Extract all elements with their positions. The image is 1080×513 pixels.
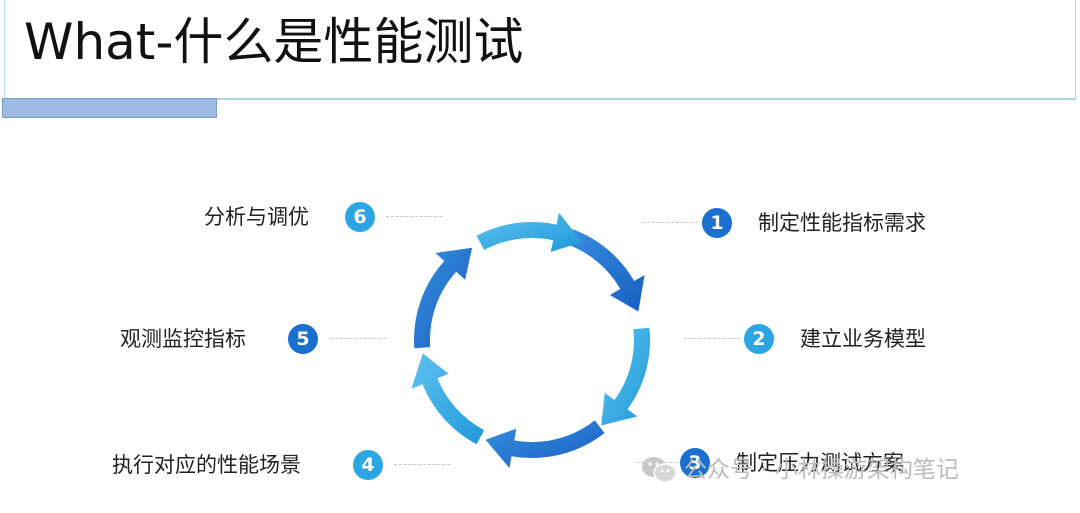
step-3-label: 制定压力测试方案 [736, 451, 904, 475]
step-5-connector [330, 338, 386, 339]
step-5: 观测监控指标 5 [120, 322, 386, 356]
step-1-curved-arrow-icon [566, 229, 645, 312]
wechat-icon [642, 457, 677, 483]
step-5-label: 观测监控指标 [120, 327, 246, 351]
step-1-connector [642, 222, 698, 223]
step-2-label: 建立业务模型 [800, 327, 926, 351]
watermark-text: 公众号 · 小林操游架构笔记 [684, 457, 959, 483]
step-1: 1 制定性能指标需求 [642, 206, 962, 240]
title-frame [4, 0, 1076, 99]
step-1-number-badge: 1 [702, 208, 732, 238]
step-6-curved-arrow-icon [476, 212, 582, 252]
title-accent-bar [2, 98, 217, 118]
step-6-number-badge: 6 [345, 202, 375, 232]
step-2-connector [684, 338, 740, 339]
step-6-connector [386, 216, 442, 217]
step-5-curved-arrow-icon [414, 247, 473, 349]
title-underline [4, 98, 1076, 100]
step-3-number-badge: 3 [680, 448, 710, 478]
step-4-connector [394, 464, 450, 465]
step-6-label: 分析与调优 [204, 205, 309, 229]
step-4-number-badge: 4 [353, 450, 383, 480]
step-4-curved-arrow-icon [411, 353, 485, 445]
step-6: 分析与调优 6 [204, 200, 444, 234]
step-4-label: 执行对应的性能场景 [112, 453, 301, 477]
page-title: What-什么是性能测试 [24, 13, 524, 71]
step-1-label: 制定性能指标需求 [758, 211, 926, 235]
step-5-number-badge: 5 [288, 324, 318, 354]
step-2: 2 建立业务模型 [684, 322, 964, 356]
step-2-number-badge: 2 [744, 324, 774, 354]
step-2-curved-arrow-icon [601, 327, 651, 426]
step-4: 执行对应的性能场景 4 [112, 448, 450, 482]
step-3-curved-arrow-icon [485, 420, 605, 468]
